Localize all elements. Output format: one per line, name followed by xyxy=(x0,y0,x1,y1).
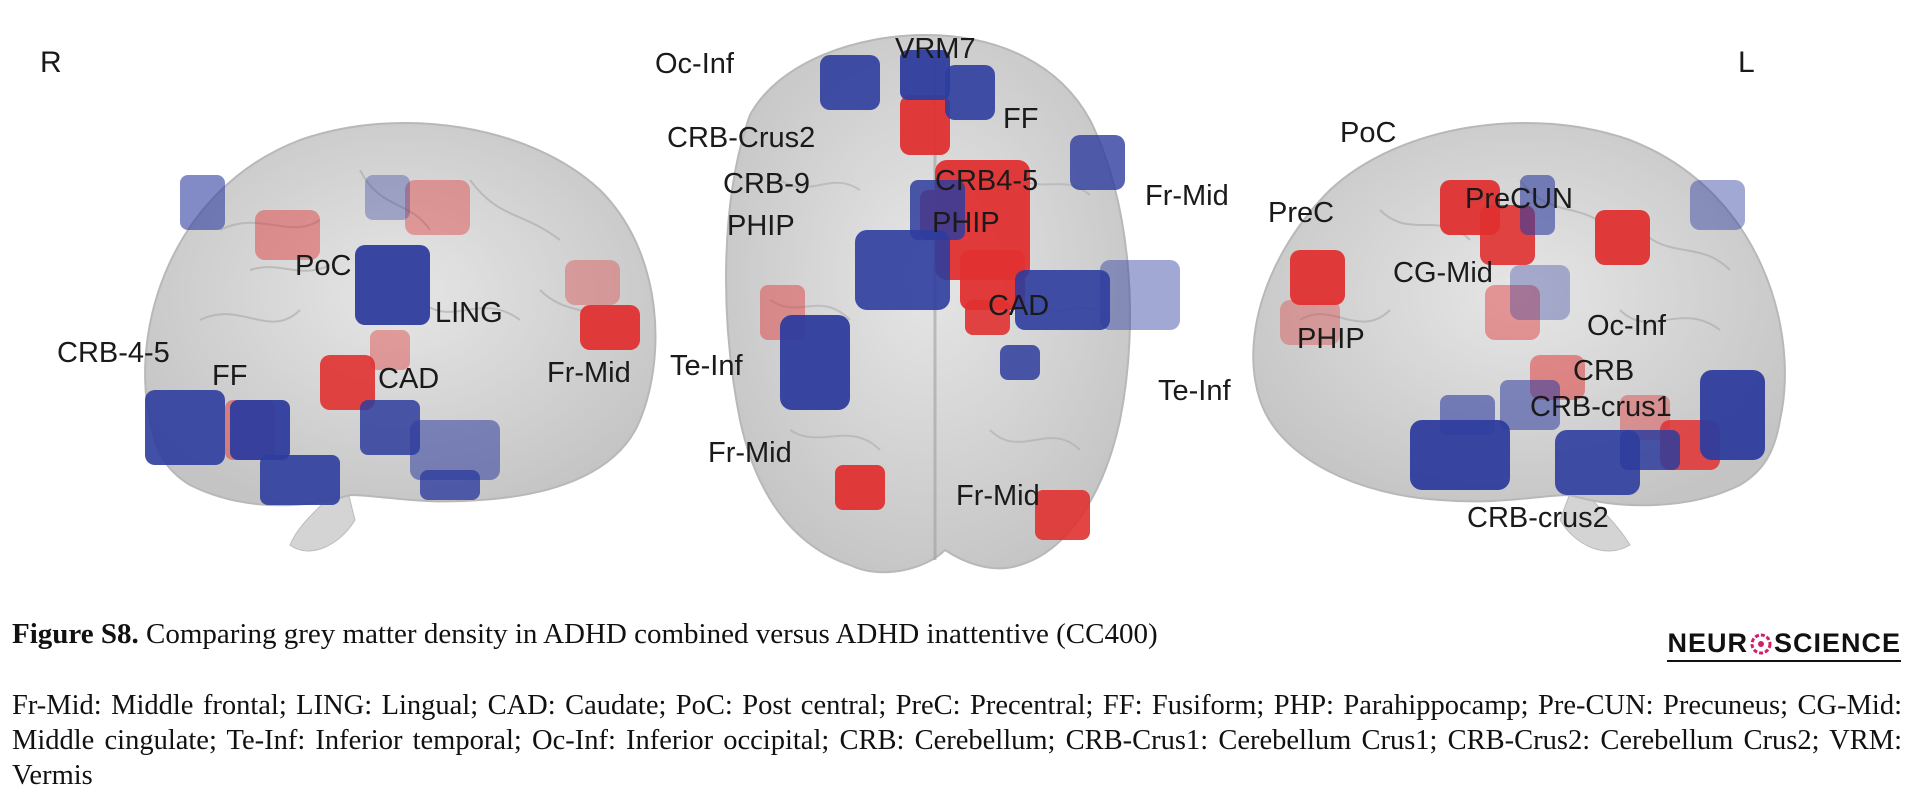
label-cad: CAD xyxy=(378,363,439,395)
cluster-blue xyxy=(1410,175,1765,495)
label-phip: PHIP xyxy=(727,210,795,242)
caption-abbreviations: Fr-Mid: Middle frontal; LING: Lingual; C… xyxy=(12,690,1902,791)
label-crb-crus2: CRB-crus2 xyxy=(1467,502,1609,534)
neuroscience-logo: NEUR SCIENCE xyxy=(1667,628,1901,662)
label-te-inf: Te-Inf xyxy=(670,350,743,382)
label-fr-mid: Fr-Mid xyxy=(708,437,792,469)
label-crb4-5: CRB4-5 xyxy=(935,165,1038,197)
label-ling: LING xyxy=(435,297,503,329)
label-oc-inf: Oc-Inf xyxy=(655,48,735,80)
label-ff: FF xyxy=(212,360,247,392)
label-precun: PreCUN xyxy=(1465,183,1573,215)
label-vrm7: VRM7 xyxy=(895,33,976,65)
label-ff: FF xyxy=(1003,103,1038,135)
brain-axial: Oc-Inf VRM7 CRB-Crus2 FF CRB-9 CRB4-5 PH… xyxy=(655,33,1231,574)
label-crb-4-5: CRB-4-5 xyxy=(57,337,170,369)
caption-title: Figure S8. Comparing grey matter density… xyxy=(12,618,1902,651)
cluster-blue xyxy=(145,175,500,505)
brain-figure: R PoC LING CRB-4-5 FF CAD Fr-Mid xyxy=(40,33,1786,574)
label-poc: PoC xyxy=(1340,117,1396,149)
label-te-inf: Te-Inf xyxy=(1158,375,1231,407)
label-phip: PHIP xyxy=(932,207,1000,239)
label-cg-mid: CG-Mid xyxy=(1393,257,1493,289)
logo-brain-icon xyxy=(1750,633,1772,654)
label-crb-9: CRB-9 xyxy=(723,168,810,200)
label-phip: PHIP xyxy=(1297,323,1365,355)
label-fr-mid: Fr-Mid xyxy=(547,357,631,389)
label-fr-mid: Fr-Mid xyxy=(956,480,1040,512)
label-poc: PoC xyxy=(295,250,351,282)
cluster-blue xyxy=(780,50,1180,410)
label-crb: CRB xyxy=(1573,355,1634,387)
logo-text-right: SCIENCE xyxy=(1773,628,1901,658)
label-prec: PreC xyxy=(1268,197,1334,229)
orientation-label-right: R xyxy=(40,46,62,79)
label-oc-inf: Oc-Inf xyxy=(1587,310,1667,342)
label-fr-mid: Fr-Mid xyxy=(1145,180,1229,212)
brain-right-sagittal: R PoC LING CRB-4-5 FF CAD Fr-Mid xyxy=(40,46,657,552)
label-crb-crus2: CRB-Crus2 xyxy=(667,122,815,154)
figure-label: Figure S8. xyxy=(12,618,139,650)
caption-title-text: Comparing grey matter density in ADHD co… xyxy=(146,618,1158,650)
brain-left-sagittal: L PoC PreC PreCUN CG-Mid PHIP Oc-Inf CRB… xyxy=(1252,46,1786,552)
cluster-red xyxy=(1280,180,1720,470)
label-crb-crus1: CRB-crus1 xyxy=(1530,391,1672,423)
orientation-label-left: L xyxy=(1738,46,1755,79)
label-cad: CAD xyxy=(988,290,1049,322)
logo-text-left: NEUR xyxy=(1667,628,1748,658)
figure-caption: Figure S8. Comparing grey matter density… xyxy=(12,618,1902,651)
